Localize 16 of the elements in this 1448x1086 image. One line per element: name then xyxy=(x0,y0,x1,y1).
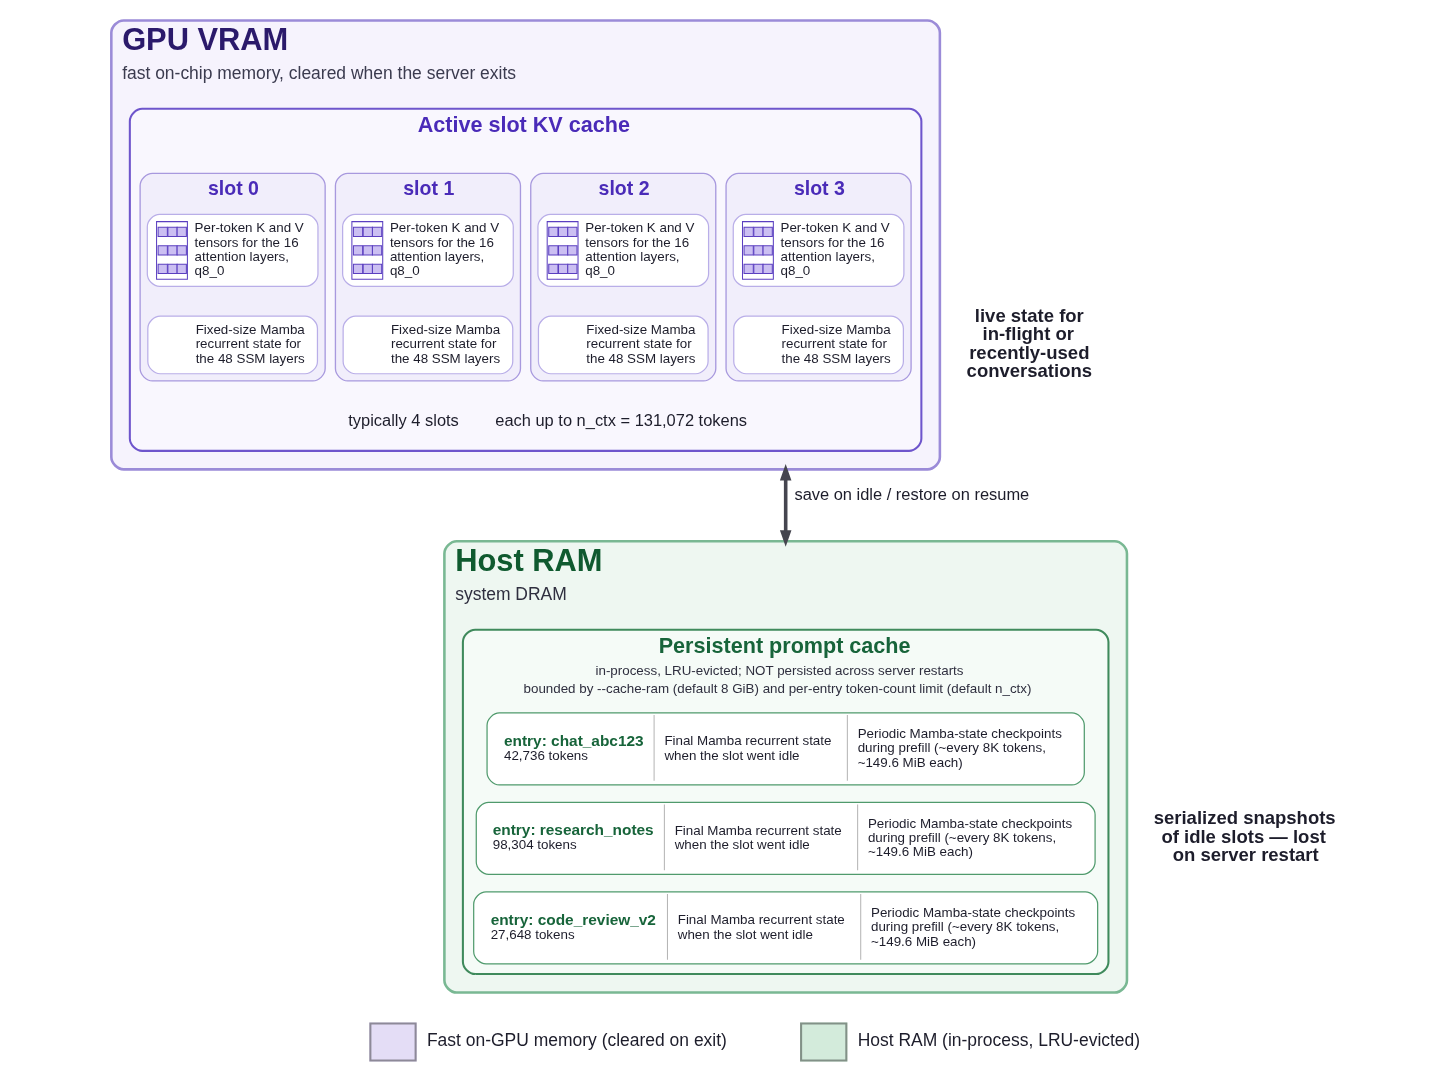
arrow xyxy=(779,463,792,547)
node-box: Fixed-size Mamba recurrent state for the 48 SSM layers xyxy=(147,315,319,375)
node-box: Per-token K and V tensors for the 16 attention layers, q8_0 xyxy=(537,213,710,287)
label: typically 4 slots xyxy=(348,410,459,429)
node-box: Per-token K and V tensors for the 16 attention layers, q8_0 xyxy=(732,213,905,287)
node-box: Per-token K and V tensors for the 16 attention layers, q8_0 xyxy=(146,213,319,287)
node-label: serialized snapshots of idle slots — lost on server restart xyxy=(1153,807,1336,866)
node-box: Fixed-size Mamba recurrent state for the 48 SSM layers xyxy=(342,315,514,375)
legend-label: Fast on-GPU memory (cleared on exit) xyxy=(426,1030,727,1051)
legend-label: Host RAM (in-process, LRU-evicted) xyxy=(857,1030,1141,1051)
node-box: Per-token K and V tensors for the 16 attention layers, q8_0 xyxy=(342,213,514,287)
node-box: Fixed-size Mamba recurrent state for the 48 SSM layers xyxy=(537,315,709,375)
label: each up to n_ctx = 131,072 tokens xyxy=(495,410,748,429)
node-box: Fixed-size Mamba recurrent state for the 48 SSM layers xyxy=(733,315,904,375)
edge-label: save on idle / restore on resume xyxy=(794,484,1030,503)
node-label: live state for in-flight or recently-used conversations xyxy=(966,304,1093,382)
